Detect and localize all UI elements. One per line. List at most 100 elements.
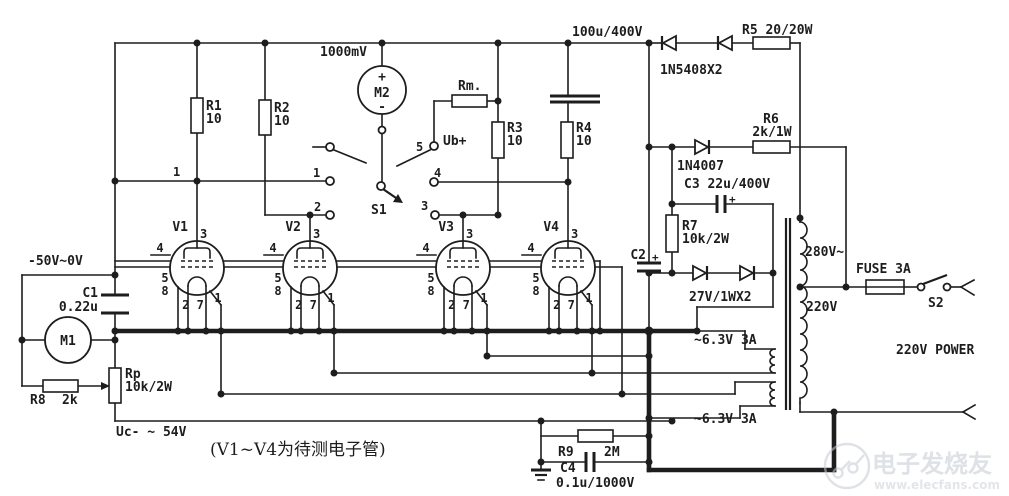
v1-pin8: 8	[161, 284, 168, 298]
v4-label: V4	[543, 220, 559, 235]
c1-value: 0.22u	[59, 300, 98, 315]
ground-symbol	[531, 468, 551, 481]
resistor-r9	[577, 429, 614, 443]
meter-m2	[357, 65, 407, 115]
m2-range-label: 1000mV	[320, 45, 367, 60]
rectifier-diodes-label: 1N5408X2	[660, 63, 723, 78]
tube-v3	[416, 240, 491, 357]
r2-value: 10	[274, 114, 290, 129]
v2-pin1: 1	[327, 291, 334, 305]
v2-pin8: 8	[274, 284, 281, 298]
v4-pin4: 4	[527, 241, 534, 255]
v1-pin4: 4	[156, 241, 163, 255]
diode-symbols	[660, 34, 756, 282]
c3-label: C3 22u/400V	[684, 177, 770, 192]
c4-label: C4	[560, 461, 576, 476]
r1-label: R1	[206, 99, 222, 114]
rp-wiper-arrow	[101, 382, 110, 390]
watermark-logo-icon	[823, 442, 871, 490]
s2-label: S2	[928, 296, 944, 311]
r4-value: 10	[576, 134, 592, 149]
resistor-r2	[258, 99, 272, 136]
r3-value: 10	[507, 134, 523, 149]
v2-pin5: 5	[274, 271, 281, 285]
s1-contact5-label: 5	[416, 140, 423, 154]
resistor-r7	[665, 214, 679, 253]
s1-contact4-label: 4	[434, 166, 441, 180]
s1-contact1-label: 1	[313, 166, 320, 180]
outlet-label: 220V POWER	[896, 343, 974, 358]
v3-pin1: 1	[480, 291, 487, 305]
selector-switch-s1	[325, 125, 440, 220]
v4-pin8: 8	[532, 284, 539, 298]
watermark-brand: 电子发烧友	[872, 450, 992, 478]
heater-b-label: ~6.3V 3A	[694, 412, 757, 427]
mains-switch-s2	[916, 273, 952, 292]
s1-contact2-label: 2	[314, 200, 321, 214]
d-aux-label: 1N4007	[677, 159, 724, 174]
mains-winding-label: 220V	[806, 300, 837, 315]
v1-pin27: 2 7	[182, 298, 204, 312]
resistor-rm	[451, 94, 488, 108]
hv-winding-label: 280V~	[805, 245, 844, 260]
r9-label: R9	[558, 445, 574, 460]
uc-label: Uc- ~ 54V	[116, 425, 187, 440]
c3-polarity: +	[729, 193, 736, 206]
r3-label: R3	[507, 121, 523, 136]
ub-label: Ub+	[443, 134, 467, 149]
r6-label: R6	[763, 112, 779, 127]
c2-polarity: +	[652, 251, 659, 264]
watermark-site: www.elecfans.com	[874, 478, 1000, 492]
s1-label: S1	[371, 203, 387, 218]
v4-pin27: 2 7	[553, 298, 575, 312]
resistor-r5	[752, 36, 791, 50]
resistors-symbols	[42, 36, 791, 443]
m2-plus: +	[378, 70, 386, 85]
resistor-r1	[190, 97, 204, 134]
watermark: 电子发烧友 www.elecfans.com	[823, 442, 1000, 492]
r6-value: 2k/1W	[752, 125, 791, 140]
r2-label: R2	[274, 101, 290, 116]
r5-label: R5 20/20W	[742, 23, 813, 38]
r7-value: 10k/2W	[682, 232, 729, 247]
r7-label: R7	[682, 219, 698, 234]
tube-v2	[263, 240, 338, 374]
heater-a-label: ~6.3V 3A	[694, 333, 757, 348]
r1-value: 10	[206, 112, 222, 127]
potentiometer-rp	[108, 367, 122, 404]
r4-label: R4	[576, 121, 592, 136]
v4-pin1: 1	[585, 291, 592, 305]
resistor-r3	[491, 121, 505, 159]
v1-pin3: 3	[200, 227, 207, 241]
v2-pin4: 4	[269, 241, 276, 255]
v4-pin5: 5	[532, 271, 539, 285]
tube-v1	[150, 240, 225, 395]
m1-name: M1	[60, 334, 76, 349]
m2-name: M2	[374, 86, 390, 101]
junction-dots	[18, 39, 850, 466]
note-text: (V1~V4为待测电子管)	[210, 440, 386, 460]
v3-pin3: 3	[466, 227, 473, 241]
v2-pin27: 2 7	[295, 298, 317, 312]
grid-range-label: -50V~0V	[28, 254, 83, 269]
line1-label: 1	[173, 165, 180, 179]
power-transformer	[769, 217, 808, 410]
v3-pin27: 2 7	[448, 298, 470, 312]
labels: 1000mV + M2 - M1 100u/400V 1N5408X2 R5 2…	[28, 23, 974, 491]
v1-label: V1	[172, 220, 188, 235]
c2-label: C2	[630, 248, 646, 263]
v2-label: V2	[285, 220, 301, 235]
r8-value: 2k	[62, 393, 78, 408]
c1-label: C1	[82, 286, 98, 301]
r9-value: 2M	[604, 445, 620, 460]
v1-pin5: 5	[161, 271, 168, 285]
tube-v4	[521, 240, 596, 374]
s1-contact3-label: 3	[421, 199, 428, 213]
m2-minus: -	[378, 100, 386, 115]
rp-label: Rp	[125, 367, 141, 382]
meter-m1	[44, 316, 92, 364]
rm-label: Rm.	[458, 79, 481, 94]
v2-pin3: 3	[313, 227, 320, 241]
